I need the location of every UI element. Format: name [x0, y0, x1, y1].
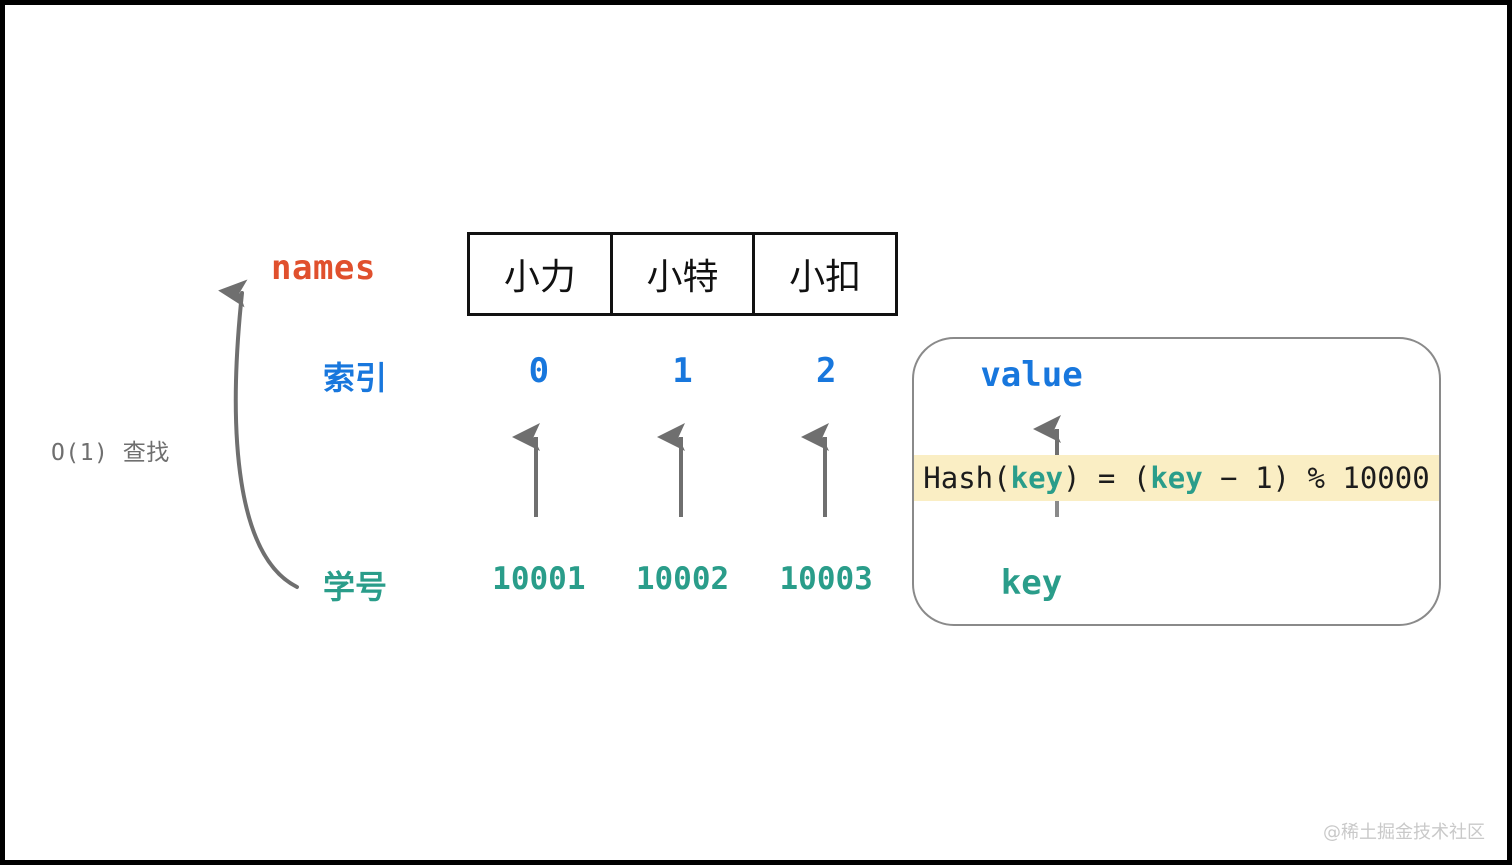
formula-part-3: − 1) % 10000: [1202, 461, 1430, 495]
value-label: value: [980, 355, 1083, 395]
hash-function-box: Hash(key) = (key − 1) % 10000 value key: [912, 337, 1441, 626]
student-id-value-1: 10002: [635, 561, 730, 597]
index-value-2: 2: [815, 351, 837, 391]
hash-formula: Hash(key) = (key − 1) % 10000: [914, 455, 1439, 501]
formula-part-1: Hash(: [923, 461, 1011, 495]
student-id-value-2: 10003: [779, 561, 873, 597]
formula-keyword-2: key: [1150, 461, 1203, 495]
student-id-row-label: 学号: [323, 568, 388, 606]
index-values-row: 0 1 2: [467, 351, 898, 391]
student-id-values-row: 10001 10002 10003: [467, 561, 898, 597]
formula-highlight-band: [914, 455, 1439, 501]
student-id-value-0: 10001: [492, 561, 586, 597]
index-value-0: 0: [528, 351, 550, 391]
complexity-note: O(1) 查找: [51, 440, 170, 466]
watermark: @稀土掘金技术社区: [1323, 822, 1485, 843]
array-cell-0: 小力: [470, 235, 613, 313]
array-table: 小力 小特 小扣: [467, 232, 898, 316]
array-cell-2: 小扣: [789, 257, 862, 298]
array-name-label: names: [271, 248, 376, 288]
formula-part-2: ) = (: [1063, 461, 1151, 495]
o1-lookup-curved-arrow: [218, 279, 299, 589]
index-row-label: 索引: [323, 359, 388, 397]
formula-keyword-1: key: [1010, 461, 1063, 495]
array-cell-1: 小特: [613, 235, 756, 313]
key-label: key: [1000, 563, 1063, 603]
index-value-1: 1: [672, 351, 693, 391]
